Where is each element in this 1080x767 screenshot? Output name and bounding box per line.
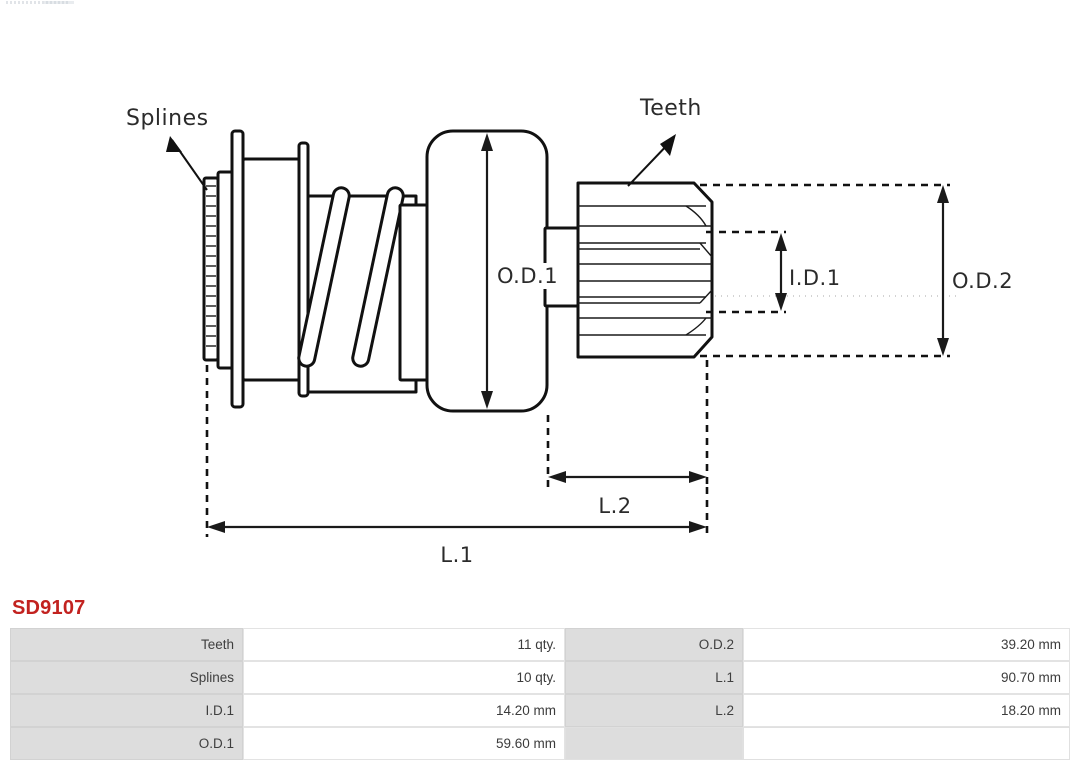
callout-label-splines: Splines [126,106,209,131]
spec-value: 14.20 mm [243,694,565,727]
spec-table: Teeth 11 qty. O.D.2 39.20 mm Splines 10 … [10,628,1070,760]
dimension-arrow-od2-top [937,185,949,203]
dimension-arrow-id1-bottom [775,293,787,311]
helical-spring-barrel [297,186,418,394]
spec-value-empty [743,727,1070,760]
table-row: O.D.1 59.60 mm [10,727,1070,760]
spline-shaft [202,129,310,409]
dimension-arrow-od1-bottom [481,391,493,409]
dimension-od2: O.D.2 [700,183,1013,358]
spec-value: 39.20 mm [743,628,1070,661]
spec-label: O.D.1 [10,727,243,760]
dimension-arrow-od1-top [481,133,493,151]
dimension-l1: L.1 [205,365,709,567]
scan-artifact-secondary [44,1,74,4]
dimension-arrow-l2-left [548,471,566,483]
gear-tooth-lines [578,205,713,336]
dimension-arrow-l1-left [207,521,225,533]
dimension-arrow-l1-right [689,521,707,533]
specification-table: Teeth 11 qty. O.D.2 39.20 mm Splines 10 … [10,628,1070,760]
spec-value: 18.20 mm [743,694,1070,727]
spec-label: Splines [10,661,243,694]
spec-label-empty [565,727,743,760]
spring-coil-2 [351,186,405,368]
scan-artifact [6,1,70,4]
spec-label: I.D.1 [10,694,243,727]
dimension-id1: I.D.1 [706,230,841,314]
table-row: Teeth 11 qty. O.D.2 39.20 mm [10,628,1070,661]
table-row: I.D.1 14.20 mm L.2 18.20 mm [10,694,1070,727]
dimension-arrow-l2-right [689,471,707,483]
spec-value: 59.60 mm [243,727,565,760]
leader-arrow-teeth [660,134,676,156]
spec-label: L.1 [565,661,743,694]
dimension-label-od2: O.D.2 [952,269,1013,293]
dimension-label-l1: L.1 [440,543,473,567]
spring-coil-1 [297,186,351,368]
spec-value: 11 qty. [243,628,565,661]
spec-value: 10 qty. [243,661,565,694]
dimension-l2: L.2 [546,360,709,518]
dimension-label-l2: L.2 [598,494,631,518]
dimension-arrow-od2-bottom [937,338,949,356]
dimension-label-od1: O.D.1 [497,264,558,288]
spec-value: 90.70 mm [743,661,1070,694]
callout-teeth: Teeth [627,96,702,187]
callout-label-teeth: Teeth [639,96,702,121]
leader-arrow-splines [166,136,182,152]
starter-drive-diagram: Splines Teeth O.D.1 I.D.1 [126,96,1013,567]
dimension-od1: O.D.1 [481,133,558,409]
spec-label: L.2 [565,694,743,727]
part-number: SD9107 [12,597,86,619]
technical-drawing: Splines Teeth O.D.1 I.D.1 [126,96,1013,567]
pinion-gear [576,181,714,359]
callout-splines: Splines [126,106,209,191]
table-row: Splines 10 qty. L.1 90.70 mm [10,661,1070,694]
spec-label: Teeth [10,628,243,661]
dimension-label-id1: I.D.1 [789,266,841,290]
spec-label: O.D.2 [565,628,743,661]
dimension-arrow-id1-top [775,233,787,251]
spec-table-body: Teeth 11 qty. O.D.2 39.20 mm Splines 10 … [10,628,1070,760]
spline-serrations [206,185,216,347]
